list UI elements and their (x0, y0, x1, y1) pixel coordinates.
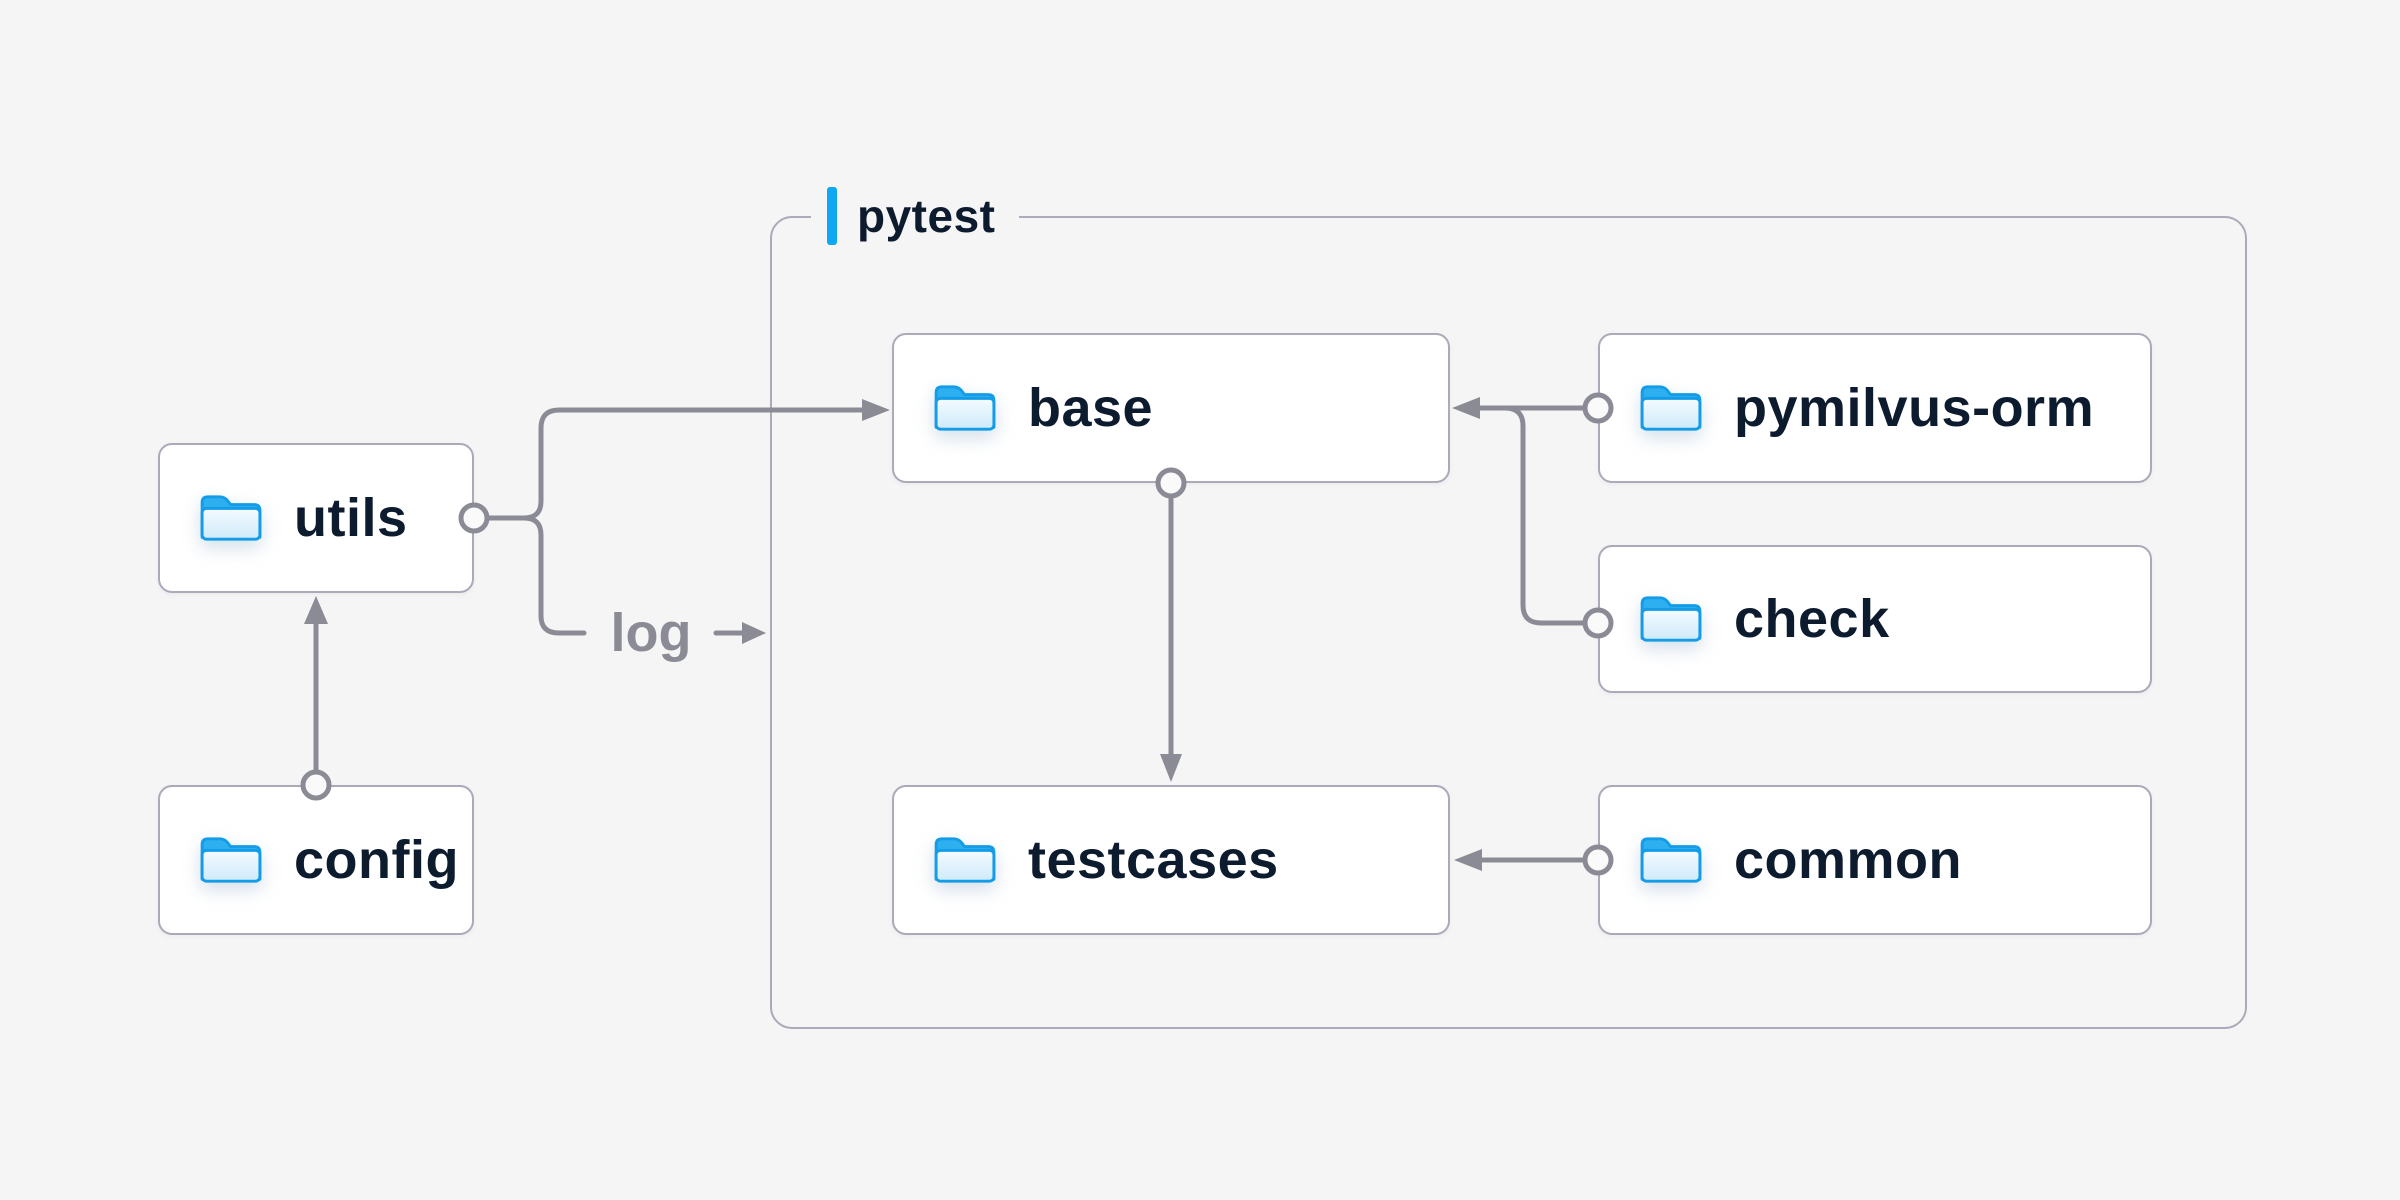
folder-icon (1638, 382, 1704, 434)
node-label: testcases (1028, 830, 1279, 890)
folder-icon (198, 492, 264, 544)
node-check: check (1598, 545, 2152, 693)
node-label: pymilvus-orm (1734, 378, 2095, 438)
node-common: common (1598, 785, 2152, 935)
accent-bar-icon (827, 187, 837, 245)
group-title: pytest (857, 190, 996, 242)
node-base: base (892, 333, 1450, 483)
node-label: common (1734, 830, 1963, 890)
folder-icon (1638, 834, 1704, 886)
edge-config-utils (304, 596, 328, 773)
pytest-group-container (770, 216, 2247, 1029)
node-label: config (294, 830, 459, 890)
pytest-group-label: pytest (811, 181, 1020, 251)
folder-icon (932, 834, 998, 886)
node-label: check (1734, 589, 1890, 649)
node-utils: utils (158, 443, 474, 593)
node-label: utils (294, 488, 408, 548)
node-pymilvus-orm: pymilvus-orm (1598, 333, 2152, 483)
node-label: base (1028, 378, 1154, 438)
edge-label-log: log (610, 603, 692, 663)
folder-icon (1638, 593, 1704, 645)
node-testcases: testcases (892, 785, 1450, 935)
folder-icon (198, 834, 264, 886)
node-config: config (158, 785, 474, 935)
folder-icon (932, 382, 998, 434)
